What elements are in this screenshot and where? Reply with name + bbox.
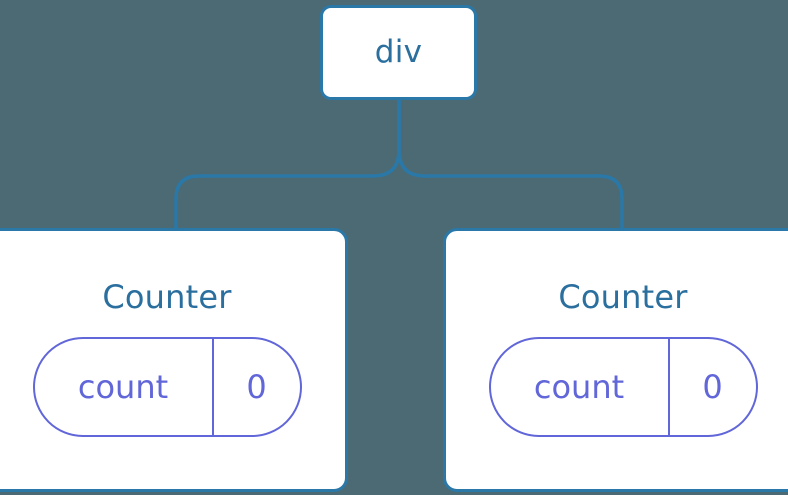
state-key-right: count [491, 339, 670, 435]
state-key-left: count [35, 339, 214, 435]
node-counter-left-label: Counter [102, 278, 232, 316]
node-div[interactable]: div [320, 5, 477, 100]
node-counter-right-label: Counter [558, 278, 688, 316]
state-pill-left[interactable]: count 0 [32, 337, 302, 437]
connector-path-right [397, 97, 624, 237]
node-div-label: div [374, 34, 423, 70]
connector-path-left [174, 97, 401, 237]
node-counter-right[interactable]: Counter count 0 [443, 228, 788, 492]
state-value-right: 0 [702, 368, 723, 406]
state-value-left: 0 [246, 368, 267, 406]
node-counter-left[interactable]: Counter count 0 [0, 228, 348, 492]
state-pill-right[interactable]: count 0 [488, 337, 758, 437]
